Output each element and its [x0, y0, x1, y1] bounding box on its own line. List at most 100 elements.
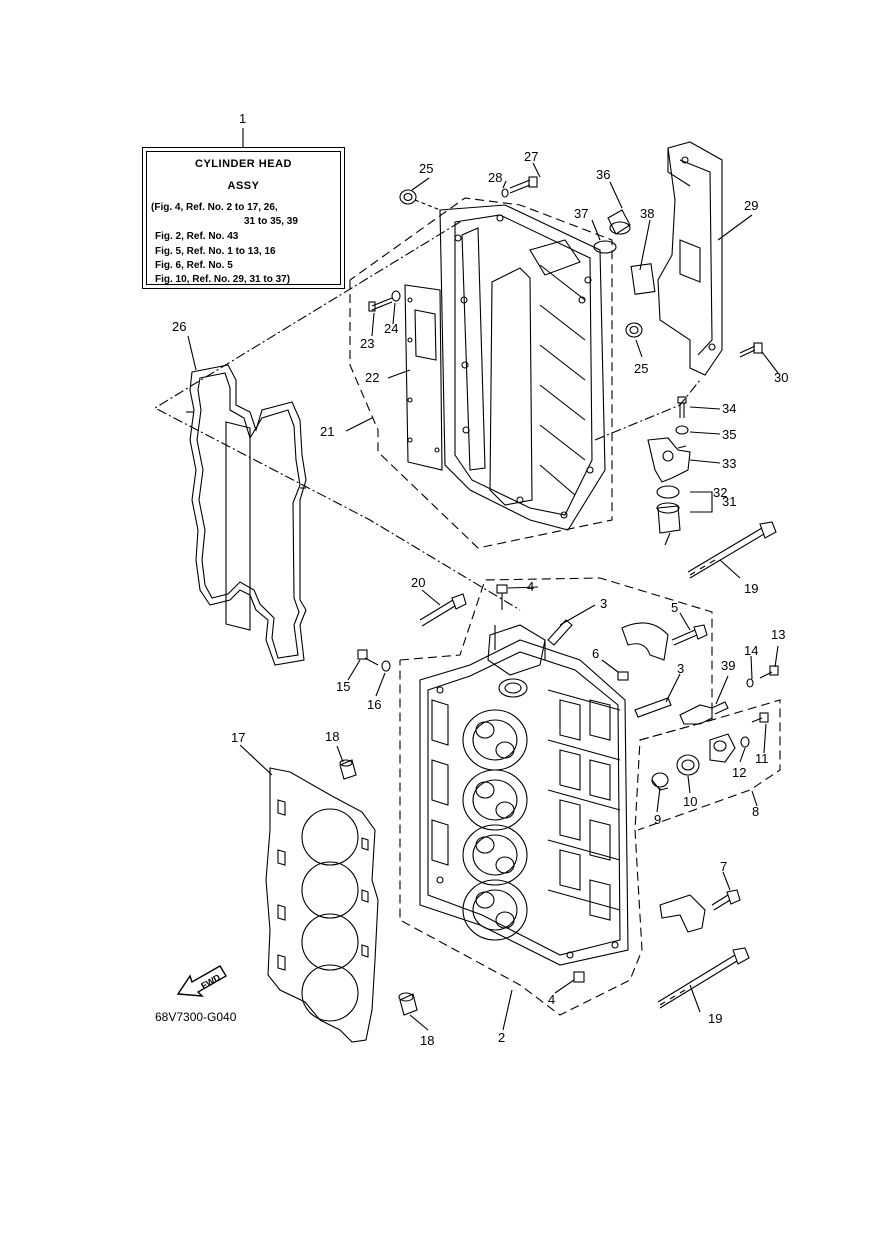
callout-5: 5: [671, 600, 679, 615]
oil-filler-cap-36: [607, 209, 631, 235]
legend-title-line1: CYLINDER HEAD: [195, 158, 292, 170]
cylinder-head: [419, 624, 629, 966]
sensor-group-outline: [637, 699, 781, 831]
cylinder-head-cover: [439, 204, 606, 531]
bolt-15: [357, 649, 379, 666]
callout-30: 30: [774, 370, 789, 385]
bracket-31-32: [690, 491, 713, 513]
legend-line-4: Fig. 5, Ref. No. 1 to 13, 16: [155, 246, 276, 257]
legend-title-line2: ASSY: [227, 180, 260, 192]
diagram-code: 68V7300-G040: [155, 1010, 237, 1024]
bracket-5-6: [621, 622, 669, 661]
bolt-13: [759, 665, 779, 679]
head-gasket-17: [265, 767, 379, 1043]
thermostat-cover-33: [647, 437, 691, 483]
cover-29: [657, 141, 723, 376]
bracket-7: [659, 894, 706, 933]
callout-36: 36: [596, 167, 611, 182]
washer-12: [740, 736, 750, 748]
callout-26: 26: [172, 319, 187, 334]
legend-line-1: (Fig. 4, Ref. No. 2 to 17, 26,: [151, 202, 278, 213]
legend-line-2: 31 to 35, 39: [244, 216, 298, 227]
screw-23: [368, 297, 393, 312]
spark-plug-39: [679, 701, 729, 725]
callout-20: 20: [411, 575, 426, 590]
callout-29: 29: [744, 198, 759, 213]
callout-25-top: 25: [419, 161, 434, 176]
holder-10: [709, 733, 736, 763]
callout-23: 23: [360, 336, 375, 351]
plug-9: [651, 772, 669, 791]
callout-16: 16: [367, 697, 382, 712]
washer-24: [391, 290, 401, 302]
callout-17: 17: [231, 730, 246, 745]
baffle-plate: [404, 284, 443, 471]
plug-4-top: [496, 584, 508, 610]
callout-19-bottom: 19: [708, 1011, 723, 1026]
callout-10: 10: [683, 794, 698, 809]
callout-33: 33: [722, 456, 737, 471]
callout-4-bottom: 4: [548, 992, 556, 1007]
bolt-11: [751, 712, 769, 723]
callout-1: 1: [239, 111, 247, 126]
washer-35: [675, 425, 689, 435]
callout-39: 39: [721, 658, 736, 673]
callout-3-right: 3: [677, 661, 685, 676]
legend-line-6: Fig. 10, Ref. No. 29, 31 to 37): [155, 274, 291, 285]
callout-7: 7: [720, 859, 728, 874]
bolt-27: [509, 176, 538, 194]
head-cover-gasket-26: [186, 364, 307, 666]
callout-9: 9: [654, 812, 662, 827]
dowel-3-top: [547, 619, 573, 646]
callout-37: 37: [574, 206, 589, 221]
sensor-10: [676, 754, 700, 776]
plug-4-bottom: [573, 971, 585, 983]
leader-crossing-lines: [153, 221, 521, 611]
callout-2: 2: [498, 1030, 506, 1045]
legend-line-3: Fig. 2, Ref. No. 43: [155, 231, 239, 242]
callout-24: 24: [384, 321, 399, 336]
callout-6: 6: [592, 646, 600, 661]
thermostat-leader: [664, 532, 671, 546]
callout-3-top: 3: [600, 596, 608, 611]
thermostat-31: [656, 502, 681, 534]
callout-14: 14: [744, 643, 759, 658]
callout-11: 11: [755, 751, 769, 766]
callout-19-top: 19: [744, 581, 759, 596]
bolt-19-bottom: [657, 947, 750, 1009]
bolt-19-top: [687, 521, 777, 579]
callout-27: 27: [524, 149, 539, 164]
legend-box: CYLINDER HEAD ASSY (Fig. 4, Ref. No. 2 t…: [142, 147, 345, 289]
washer-16: [381, 660, 391, 672]
bolt-30: [739, 342, 763, 358]
legend-line-5: Fig. 6, Ref. No. 5: [155, 260, 233, 271]
gasket-32: [656, 485, 680, 499]
callout-15: 15: [336, 679, 351, 694]
callout-38: 38: [640, 206, 655, 221]
grommet-25-right: [625, 322, 643, 338]
pin-18-upper: [339, 759, 357, 780]
callout-18-upper: 18: [325, 729, 340, 744]
callout-31: 31: [722, 494, 737, 509]
label-38: [630, 263, 656, 295]
callout-34: 34: [722, 401, 737, 416]
callout-35: 35: [722, 427, 737, 442]
bolt-34: [677, 396, 687, 418]
dowel-3-right: [634, 697, 672, 718]
callout-18-lower: 18: [420, 1033, 435, 1048]
callout-25-right: 25: [634, 361, 649, 376]
callout-4-top: 4: [527, 579, 535, 594]
callout-21: 21: [320, 424, 335, 439]
pin-18-lower: [398, 992, 418, 1016]
grommet-25-top: [399, 189, 441, 211]
cover-group-outline: [349, 197, 613, 549]
cylinder-head-group-outline: [399, 577, 713, 1016]
washer-28: [501, 188, 509, 198]
callout-12: 12: [732, 765, 747, 780]
bolt-7: [711, 889, 741, 911]
callout-28: 28: [488, 170, 503, 185]
pin-6: [617, 671, 629, 681]
bolt-20: [419, 593, 467, 627]
washer-14: [746, 678, 754, 688]
